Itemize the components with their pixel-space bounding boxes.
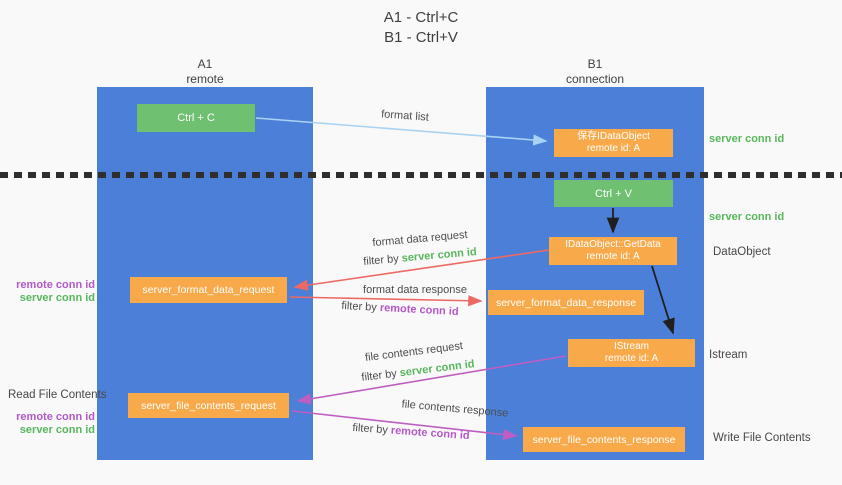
server-file-contents-response-label: server_file_contents_response: [532, 433, 676, 446]
remote-conn-id-label-left-bottom: remote conn id: [16, 411, 95, 423]
diagram-title: A1 - Ctrl+C B1 - Ctrl+V: [0, 8, 842, 49]
server-conn-id-text: server conn id: [399, 358, 476, 380]
ctrl-v-node: Ctrl + V: [554, 180, 673, 207]
format-data-response-label: format data response: [363, 284, 467, 296]
getdata-line1: IDataObject::GetData: [565, 238, 661, 250]
getdata-line2: remote id: A: [586, 251, 640, 262]
istream-line1: IStream: [613, 340, 649, 352]
server-format-data-request-label: server_format_data_request: [142, 284, 275, 296]
title-line-2: B1 - Ctrl+V: [384, 29, 458, 47]
read-file-contents-label: Read File Contents: [8, 389, 107, 401]
format-list-label: format list: [380, 108, 430, 124]
filter-by-text: filter by: [362, 252, 400, 268]
save-dataobject-line1: 保存IDataObject: [577, 130, 650, 142]
ctrl-c-node: Ctrl + C: [137, 104, 255, 132]
remote-conn-id-text: remote conn id: [390, 424, 470, 443]
title-line-1: A1 - Ctrl+C: [383, 9, 459, 26]
right-column-name: B1: [587, 57, 603, 71]
istream-line2: remote id: A: [604, 353, 659, 364]
getdata-node: IDataObject::GetData remote id: A: [549, 237, 677, 265]
server-conn-id-label-left-top: server conn id: [19, 292, 95, 304]
left-column-header: A1 remote: [97, 57, 313, 87]
server-file-contents-request-label: server_file_contents_request: [141, 399, 276, 412]
filter-by-text: filter by: [360, 367, 398, 384]
remote-conn-id-label-left-top: remote conn id: [16, 279, 95, 291]
server-conn-id-text: server conn id: [401, 246, 478, 265]
format-response-filter-label: filter by remote conn id: [320, 299, 480, 319]
right-column-subtitle: connection: [565, 72, 625, 86]
save-dataobject-line2: remote id: A: [586, 143, 641, 154]
format-data-response-arrow: [289, 295, 483, 307]
filter-by-text: filter by: [352, 421, 389, 437]
dataobject-label: DataObject: [713, 246, 771, 258]
server-file-contents-request-node: server_file_contents_request: [128, 393, 289, 418]
server-conn-id-label-top: server conn id: [709, 133, 785, 145]
ctrl-v-label: Ctrl + V: [595, 187, 632, 200]
filter-by-text: filter by: [341, 299, 378, 314]
save-dataobject-node: 保存IDataObject remote id: A: [554, 129, 673, 157]
section-divider-dotted: [0, 172, 842, 178]
server-conn-id-label-mid: server conn id: [709, 211, 785, 223]
file-response-filter-label: filter by remote conn id: [331, 420, 491, 443]
ctrl-c-label: Ctrl + C: [177, 112, 215, 124]
server-format-data-response-node: server_format_data_response: [488, 290, 644, 315]
server-conn-id-label-left-bottom: server conn id: [19, 424, 95, 436]
istream-node: IStream remote id: A: [568, 339, 695, 367]
server-file-contents-response-node: server_file_contents_response: [523, 427, 685, 452]
left-column-subtitle: remote: [186, 72, 224, 86]
right-column-header: B1 connection: [486, 57, 704, 87]
remote-conn-id-text: remote conn id: [379, 301, 459, 319]
istream-label: Istream: [709, 349, 748, 361]
server-format-data-request-node: server_format_data_request: [130, 277, 287, 303]
server-format-data-response-label: server_format_data_response: [495, 296, 637, 309]
left-column-name: A1: [197, 57, 213, 71]
write-file-contents-label: Write File Contents: [713, 432, 811, 444]
